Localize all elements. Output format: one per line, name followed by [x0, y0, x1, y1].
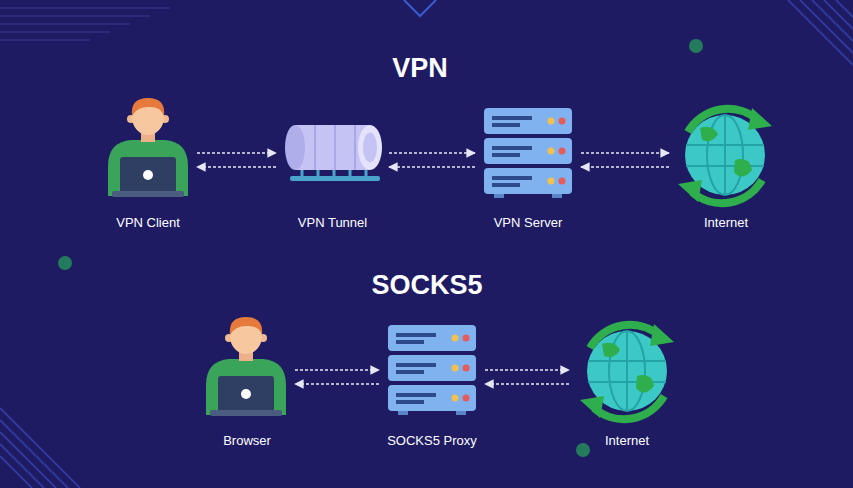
dotted-arrow: [485, 383, 569, 385]
section-title: VPN: [392, 53, 448, 84]
node-label: Internet: [605, 433, 649, 448]
deco-dot: [576, 443, 590, 457]
deco-dot: [689, 39, 703, 53]
dotted-arrow: [389, 166, 475, 168]
icon-node: Browser: [208, 320, 286, 418]
node-label: Internet: [704, 215, 748, 230]
icon-node: VPN Tunnel: [285, 122, 380, 182]
deco-dot: [58, 256, 72, 270]
icon-node: SOCKS5 Proxy: [388, 323, 476, 417]
icon-node: Internet: [578, 321, 676, 419]
dotted-arrow: [197, 152, 276, 154]
bidirectional-connector: [295, 370, 379, 384]
bidirectional-connector: [197, 153, 276, 167]
dotted-arrow: [581, 152, 669, 154]
icon-node: VPN Server: [484, 106, 572, 198]
dotted-arrow: [197, 166, 276, 168]
bidirectional-connector: [485, 370, 569, 384]
icon-node: Internet: [678, 106, 774, 202]
section-title: SOCKS5: [371, 270, 482, 301]
icon-node: VPN Client: [108, 100, 188, 198]
node-label: Browser: [223, 433, 271, 448]
corner-lines: [0, 8, 170, 40]
top-diamond: [404, 0, 436, 16]
server-icon: [484, 108, 572, 198]
node-label: VPN Server: [494, 215, 563, 230]
node-label: VPN Tunnel: [298, 215, 367, 230]
bidirectional-connector: [389, 153, 475, 167]
dotted-arrow: [389, 152, 475, 154]
corner-stripes: [0, 408, 80, 488]
globe-icon: [678, 108, 772, 203]
person-icon: [108, 98, 188, 197]
bidirectional-connector: [581, 153, 669, 167]
dotted-arrow: [295, 369, 379, 371]
globe-icon: [580, 324, 674, 419]
corner-stripes: [788, 0, 853, 65]
node-label: VPN Client: [116, 215, 180, 230]
tunnel-icon: [285, 125, 382, 181]
dotted-arrow: [295, 383, 379, 385]
dotted-arrow: [581, 166, 669, 168]
server-icon: [388, 325, 476, 415]
person-icon: [206, 317, 286, 416]
node-label: SOCKS5 Proxy: [387, 433, 477, 448]
dotted-arrow: [485, 369, 569, 371]
